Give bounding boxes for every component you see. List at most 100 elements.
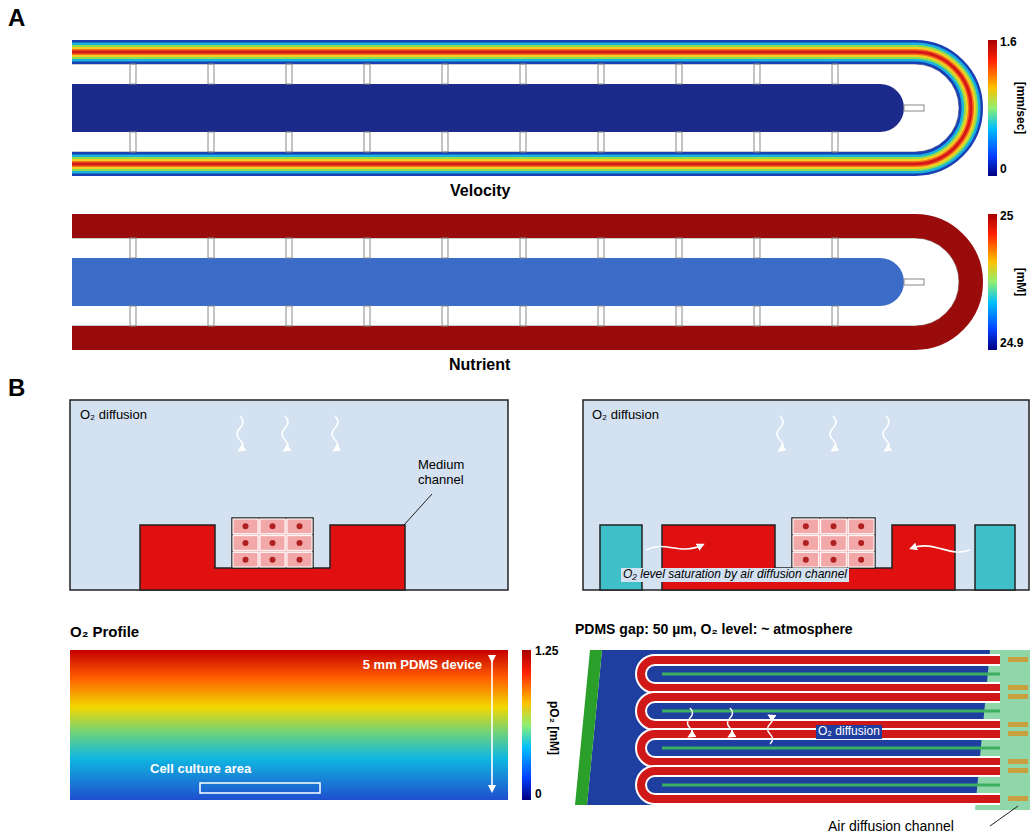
medium-channel — [641, 771, 1000, 799]
cell — [793, 536, 819, 551]
pillar — [676, 64, 682, 84]
cell-nucleus — [803, 540, 809, 546]
cell-nucleus — [270, 523, 276, 529]
figure-panel: O₂ diffusionMedium channel — [70, 400, 508, 590]
pillar — [286, 306, 292, 326]
region-label: Cell culture area — [150, 762, 251, 777]
air-channel — [662, 747, 1000, 750]
annotation: O₂ diffusion — [80, 408, 147, 423]
pillar — [286, 132, 292, 152]
cell-nucleus — [270, 540, 276, 546]
pillar — [364, 64, 370, 84]
cell-nucleus — [297, 557, 303, 563]
pillar — [832, 238, 838, 258]
tube-pin — [1008, 685, 1028, 690]
pillar — [676, 306, 682, 326]
pillar — [520, 306, 526, 326]
cell — [793, 552, 819, 567]
tube-pin — [1008, 657, 1028, 662]
pillar — [130, 306, 136, 326]
cell-nucleus — [243, 540, 249, 546]
pillar — [442, 306, 448, 326]
cell — [233, 519, 258, 534]
nutrient-map — [72, 214, 997, 350]
annotation: O₂ diffusion — [592, 408, 659, 423]
pillar — [208, 132, 214, 152]
serpentine-device — [575, 650, 1030, 826]
velocity-map — [72, 40, 997, 176]
channel-outline — [641, 660, 1000, 688]
cell — [260, 552, 285, 567]
cell — [821, 519, 847, 534]
map-title: Nutrient — [449, 356, 510, 374]
pillar — [520, 132, 526, 152]
pillar — [364, 132, 370, 152]
scale-value: 0 — [535, 788, 542, 802]
panel-letter: A — [8, 4, 25, 32]
cell — [233, 536, 258, 551]
pillar — [754, 132, 760, 152]
pillar — [364, 238, 370, 258]
cell — [287, 552, 312, 567]
medium-channel — [641, 660, 1000, 688]
cell-nucleus — [297, 523, 303, 529]
cell — [260, 519, 285, 534]
pillar — [442, 64, 448, 84]
panel-heading: O₂ Profile — [70, 623, 139, 640]
cell-nucleus — [858, 557, 864, 563]
annotation: O₂ level saturation by air diffusion cha… — [621, 568, 849, 582]
oxygen-profile — [70, 650, 531, 800]
cell — [233, 552, 258, 567]
cell — [821, 536, 847, 551]
scale-value: 0 — [1000, 163, 1007, 177]
figure-panel: PDMS gap: 50 µm, O₂ level: ~ atmosphereO… — [578, 645, 1030, 805]
pillar — [130, 64, 136, 84]
pillar — [832, 306, 838, 326]
cell-nucleus — [858, 523, 864, 529]
pillar — [520, 64, 526, 84]
scale-value: 1.6 — [1000, 36, 1017, 50]
cell — [821, 552, 847, 567]
scale-unit: [mM] — [1013, 268, 1027, 297]
scale-unit: pO₂ [mM] — [546, 701, 560, 755]
tube-pin — [1008, 759, 1028, 764]
pillar — [754, 64, 760, 84]
map-title: Velocity — [450, 182, 510, 200]
cross-section-right — [583, 400, 1029, 590]
cell-nucleus — [831, 540, 837, 546]
pillar — [442, 238, 448, 258]
cell-nucleus — [858, 540, 864, 546]
pillar — [904, 279, 924, 285]
figure-panel: O₂ Profile5 mm PDMS deviceCell culture a… — [70, 650, 508, 800]
cell-nucleus — [270, 557, 276, 563]
cell — [793, 519, 819, 534]
figure-panel: O₂ diffusion O₂ level saturation by air d… — [583, 400, 1029, 590]
cell-nucleus — [243, 523, 249, 529]
pillar — [832, 132, 838, 152]
pillar — [520, 238, 526, 258]
tube-pin — [1008, 694, 1028, 699]
pillar — [364, 306, 370, 326]
cell — [287, 519, 312, 534]
pillar — [598, 64, 604, 84]
scale-value: 25 — [1000, 210, 1013, 224]
cell-nucleus — [831, 557, 837, 563]
cross-section-left — [70, 400, 508, 590]
pillar — [832, 64, 838, 84]
cell-nucleus — [243, 557, 249, 563]
air-channel — [662, 784, 1000, 787]
panel-heading: PDMS gap: 50 µm, O₂ level: ~ atmosphere — [575, 621, 853, 637]
cell — [848, 552, 874, 567]
pillar — [676, 132, 682, 152]
pillar — [442, 132, 448, 152]
tube-pin — [1008, 731, 1028, 736]
cell-nucleus — [803, 557, 809, 563]
cell — [848, 519, 874, 534]
callout-label: Air diffusion channel — [828, 818, 954, 834]
annotation: O₂ diffusion — [816, 725, 882, 739]
dimension-label: 5 mm PDMS device — [363, 658, 482, 673]
scale-value: 1.25 — [535, 645, 558, 659]
tube-pin — [1008, 722, 1028, 727]
cell — [287, 536, 312, 551]
